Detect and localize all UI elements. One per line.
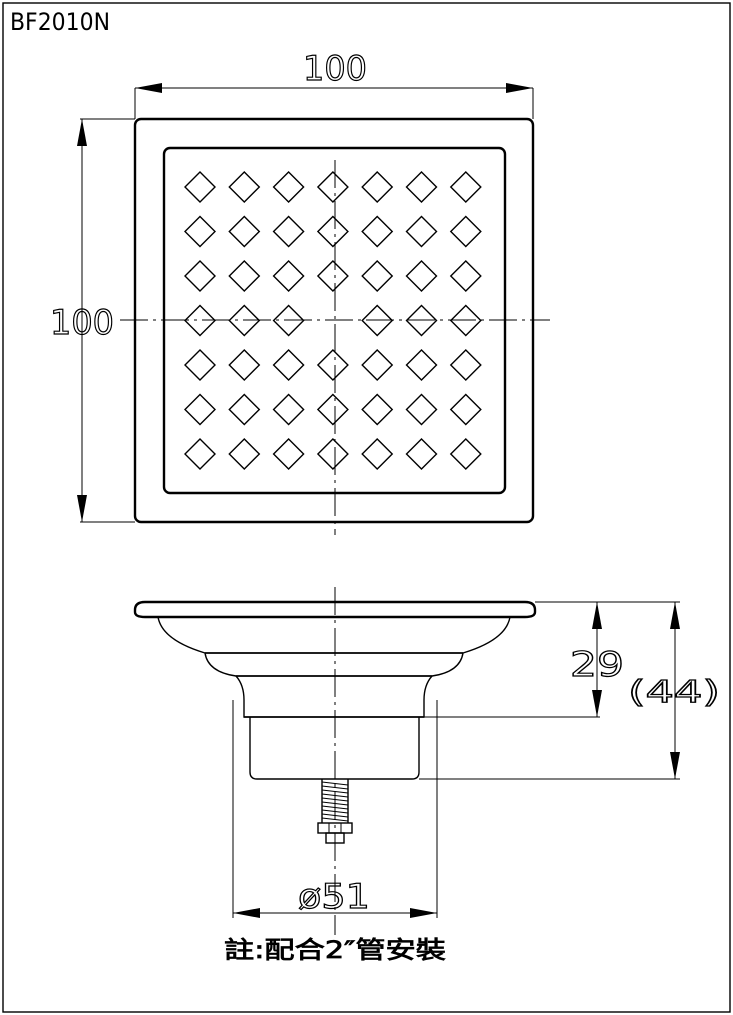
height-dimension: 100 [49, 118, 135, 523]
diamond-hole [361, 304, 394, 337]
diamond-hole [449, 304, 482, 337]
diamond-hole [228, 260, 261, 292]
diamond-hole [272, 215, 305, 248]
diamond-hole [228, 171, 261, 203]
diamond-hole [449, 393, 482, 426]
depth-dimension-29-label: 29 [570, 645, 624, 685]
depth-dimension-29: 29 [424, 601, 680, 718]
diamond-hole [361, 215, 394, 248]
diamond-hole [361, 171, 394, 203]
diamond-hole [228, 393, 261, 426]
body-step [204, 652, 464, 677]
installation-note: 註:配合2″管安裝 [224, 936, 446, 964]
body-collar [235, 675, 433, 718]
diamond-hole [361, 393, 394, 426]
diamond-hole [405, 304, 438, 337]
diamond-hole [449, 171, 482, 203]
diamond-hole [272, 260, 305, 292]
spring-coil [321, 781, 349, 786]
diamond-hole [184, 304, 216, 337]
diamond-hole [184, 260, 216, 292]
diamond-hole [361, 349, 394, 381]
diamond-hole [449, 349, 482, 381]
spring-coil [321, 785, 349, 790]
diamond-hole [228, 304, 261, 337]
diamond-hole [228, 438, 261, 470]
spring-coil [321, 789, 349, 794]
diamond-hole [272, 393, 305, 426]
diamond-hole [272, 171, 305, 203]
diamond-hole [449, 215, 482, 248]
diamond-hole [361, 260, 394, 292]
depth-dimension-44-label: (44) [628, 675, 720, 710]
model-label: BF2010N [10, 8, 110, 36]
height-dimension-label: 100 [50, 303, 114, 343]
width-dimension-label: 100 [303, 49, 367, 89]
diamond-hole [272, 304, 305, 337]
flange-rim [133, 600, 537, 619]
side-view [133, 587, 537, 935]
diamond-hole [449, 260, 482, 292]
diamond-hole-grid [184, 171, 482, 470]
diamond-hole [405, 438, 438, 470]
diamond-hole [184, 215, 216, 248]
diamond-hole [184, 171, 216, 203]
spring [321, 779, 349, 823]
diamond-hole [405, 215, 438, 248]
diamond-hole [316, 349, 349, 381]
diamond-hole [184, 349, 216, 381]
width-dimension: 100 [134, 48, 534, 119]
diamond-hole [316, 438, 349, 470]
diamond-hole [272, 349, 305, 381]
diamond-hole [228, 215, 261, 248]
diamond-hole [361, 438, 394, 470]
diamond-hole [228, 349, 261, 381]
diamond-hole [316, 215, 349, 248]
diamond-hole [316, 171, 349, 203]
diameter-dimension-label: ø51 [298, 877, 370, 917]
flange-bowl [157, 616, 511, 654]
depth-dimension-44: (44) [419, 602, 721, 780]
diamond-hole [405, 349, 438, 381]
diamond-hole [449, 438, 482, 470]
diamond-hole [272, 438, 305, 470]
diamond-hole [405, 393, 438, 426]
diamond-hole [184, 438, 216, 470]
diamond-hole [184, 393, 216, 426]
diamond-hole [405, 171, 438, 203]
top-view [120, 117, 550, 535]
diamond-hole [316, 393, 349, 426]
diamond-hole [405, 260, 438, 292]
diamond-hole [316, 260, 349, 292]
diameter-dimension: ø51 [232, 700, 438, 918]
